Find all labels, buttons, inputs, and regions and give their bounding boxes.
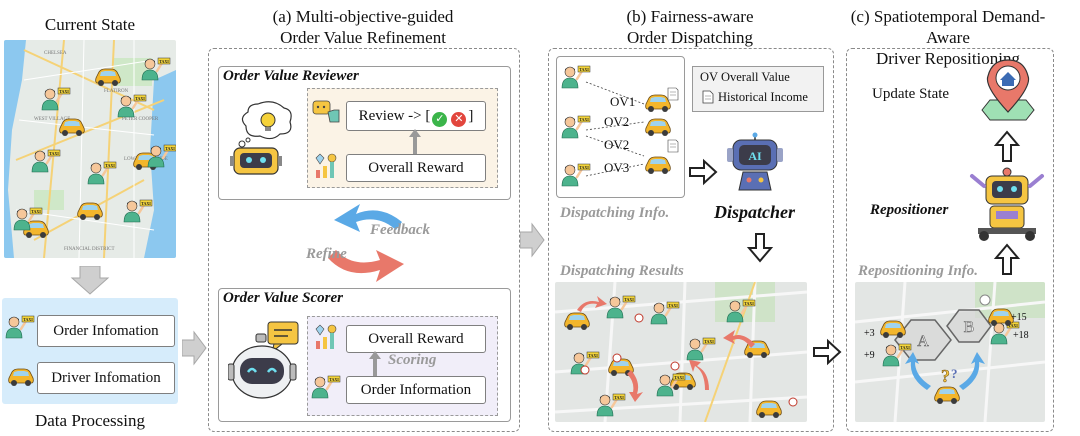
review-box: Review -> [✓✕]: [346, 101, 486, 131]
down-arrow-icon: [70, 266, 110, 295]
scorer-overall-reward-box: Overall Reward: [346, 325, 486, 353]
dispatching-title: (b) Fairness-aware Order Dispatching: [548, 6, 832, 48]
document-icon: [702, 90, 714, 104]
repositioning-map: A B ? ? +3 +9 +15 +18: [855, 282, 1045, 422]
zone-b-label: B: [964, 319, 975, 336]
taxi-car-icon: [8, 368, 34, 387]
ov-label-1: OV1: [610, 94, 636, 109]
location-pin-icon: [981, 59, 1035, 121]
zone-a-label: A: [917, 333, 929, 350]
scorer-driver-icon: [310, 374, 342, 400]
repositioning-title-line2: Driver Repositioning: [875, 49, 1020, 68]
repositioning-info-label: Repositioning Info.: [858, 263, 979, 279]
dispatching-title-line1: (b) Fairness-aware: [626, 7, 754, 26]
order-information-box: Order Infomation: [37, 315, 175, 347]
hollow-up-arrow-icon-2: [993, 243, 1021, 275]
dispatching-title-line2: Order Dispatching: [626, 28, 754, 47]
dispatcher-robot-icon: AI: [727, 132, 783, 191]
current-state-vehicles: TAXI: [12, 56, 176, 239]
dispatching-results-label: Dispatching Results: [560, 263, 684, 279]
ai-text: AI: [748, 149, 762, 163]
dispatching-info-label: Dispatching Info.: [560, 205, 670, 221]
dispatching-results-map: [555, 282, 807, 422]
refine-label: Refine: [306, 246, 347, 262]
right-arrow-icon: [182, 330, 207, 366]
order-value-scorer-title: Order Value Scorer: [223, 290, 344, 306]
scorer-overall-reward-label: Overall Reward: [368, 331, 464, 347]
dispatching-info-graphic: [560, 64, 679, 188]
demand-label-4: +18: [1013, 330, 1029, 341]
check-icon: ✓: [432, 112, 448, 127]
svg-text:FINANCIAL DISTRICT: FINANCIAL DISTRICT: [64, 247, 115, 252]
reviewer-robot-icon: [230, 101, 292, 175]
order-value-reviewer-title: Order Value Reviewer: [223, 68, 359, 84]
review-label: Review -> [: [358, 108, 431, 124]
ov-label-2: OV2: [604, 114, 630, 129]
svg-text:PETER COOPER: PETER COOPER: [122, 117, 159, 122]
driver-information-label: Driver Infomation: [51, 370, 161, 386]
scorer-order-information-box: Order Information: [346, 376, 486, 404]
hollow-down-arrow-icon: [746, 233, 774, 263]
ov-label-3: OV2: [604, 137, 630, 152]
repositioning-panel: [846, 48, 1054, 432]
ov-label-4: OV3: [604, 160, 630, 175]
update-state-label: Update State: [872, 86, 950, 102]
refine-feedback-cycle: [328, 204, 404, 282]
cross-icon: ✕: [451, 112, 467, 127]
scorer-order-information-label: Order Information: [360, 382, 472, 398]
refinement-title-line2: Order Value Refinement: [280, 28, 446, 47]
dispatching-results-graphic: [555, 282, 807, 422]
up-arrow-icon: [409, 129, 421, 155]
svg-text:?: ?: [941, 366, 950, 386]
review-close: ]: [468, 108, 474, 124]
repositioning-map-graphic: A B ? ? +3 +9 +15 +18: [855, 282, 1045, 422]
dispatch-legend-box: [692, 66, 824, 112]
feedback-label: Feedback: [370, 222, 430, 238]
refinement-title-line1: (a) Multi-objective-guided: [272, 7, 454, 26]
legend-historical-income: Historical Income: [718, 90, 808, 104]
thumbs-chat-icon: [312, 100, 340, 123]
demand-label-2: +9: [864, 350, 875, 361]
demand-label-3: +15: [1011, 312, 1027, 323]
hollow-right-arrow-icon-2: [813, 338, 842, 366]
svg-text:WEST VILLAGE: WEST VILLAGE: [34, 117, 70, 122]
scorer-reward-chart-icon: [315, 324, 337, 349]
dispatching-panel: [548, 48, 834, 432]
scoring-label: Scoring: [388, 352, 437, 368]
scoring-up-arrow-icon: [369, 351, 381, 377]
reward-chart-icon: [315, 153, 337, 178]
hollow-up-arrow-icon: [993, 130, 1021, 162]
demand-label-1: +3: [864, 328, 875, 339]
dispatcher-label: Dispatcher: [714, 202, 795, 222]
reviewer-overall-reward-label: Overall Reward: [368, 160, 464, 176]
svg-text:CHELSEA: CHELSEA: [44, 51, 67, 56]
svg-text:FLATIRON: FLATIRON: [104, 89, 129, 94]
data-processing-title: Data Processing: [34, 411, 145, 430]
order-information-label: Order Infomation: [53, 323, 159, 339]
driver-icon: [4, 314, 36, 340]
repositioning-title: (c) Spatiotemporal Demand-Aware Driver R…: [840, 6, 1056, 69]
scorer-robot-icon: [228, 321, 299, 399]
hollow-right-arrow-icon: [689, 158, 718, 186]
repositioner-label: Repositioner: [870, 202, 949, 218]
legend-overall-value: OV Overall Value: [700, 70, 790, 84]
refinement-title: (a) Multi-objective-guided Order Value R…: [208, 6, 518, 48]
right-arrow-icon-2: [520, 222, 545, 258]
repositioning-title-line1: (c) Spatiotemporal Demand-Aware: [850, 7, 1046, 47]
reviewer-overall-reward-box: Overall Reward: [346, 154, 486, 182]
repositioner-robot-icon: [970, 167, 1044, 241]
current-state-title: Current State: [44, 15, 136, 34]
svg-text:?: ?: [951, 366, 958, 381]
driver-information-box: Driver Infomation: [37, 362, 175, 394]
